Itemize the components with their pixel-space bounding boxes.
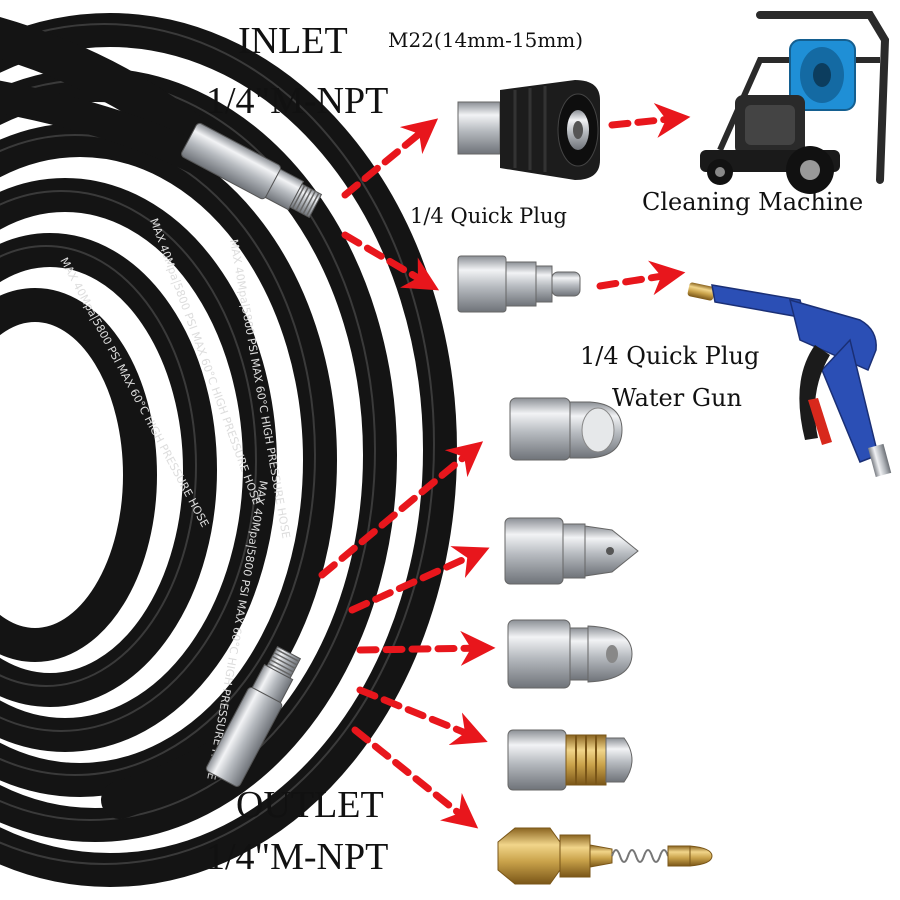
water-gun: [687, 282, 892, 477]
outlet-label: OUTLET: [236, 784, 384, 826]
inlet-thread-label: M22(14mm-15mm): [388, 28, 584, 52]
inlet-npt-label: 1/4"M-NPT: [206, 80, 389, 122]
arrow-outlet-to-nozzle-1: [318, 441, 484, 579]
inlet-label: INLET: [238, 20, 348, 62]
arrows: [318, 103, 691, 829]
outlet-npt-label: 1/4"M-NPT: [206, 836, 389, 878]
nozzle-5: [497, 827, 713, 885]
hose-coil: MAX 40Mpa|5800 PSI MAX 60°C HIGH PRESSUR…: [0, 13, 457, 887]
arrow-inlet-to-m22: [341, 118, 439, 199]
arrow-outlet-to-nozzle-5: [351, 726, 479, 829]
arrow-quick-plug-to-gun: [596, 260, 686, 296]
nozzle-1: [509, 397, 623, 461]
m22-adapter: [457, 80, 600, 180]
arrow-m22-to-machine: [608, 103, 691, 138]
gun-label-line1: 1/4 Quick Plug: [580, 342, 760, 370]
arrow-outlet-to-nozzle-3: [356, 630, 496, 666]
gun-label-line2: Water Gun: [612, 384, 742, 412]
nozzle-4: [507, 729, 633, 791]
arrow-outlet-to-nozzle-4: [356, 686, 488, 745]
inlet-fitting: [181, 122, 323, 219]
cleaning-machine: [700, 11, 890, 194]
arrow-outlet-to-nozzle-2: [348, 546, 490, 614]
quick-plug-label: 1/4 Quick Plug: [410, 204, 567, 228]
nozzle-3: [507, 619, 633, 689]
cleaning-machine-label: Cleaning Machine: [642, 188, 864, 216]
outlet-fitting: [205, 645, 302, 787]
nozzle-2: [504, 517, 639, 585]
arrow-inlet-to-quick-plug: [341, 231, 440, 291]
quarter-quick-plug: [457, 255, 581, 313]
